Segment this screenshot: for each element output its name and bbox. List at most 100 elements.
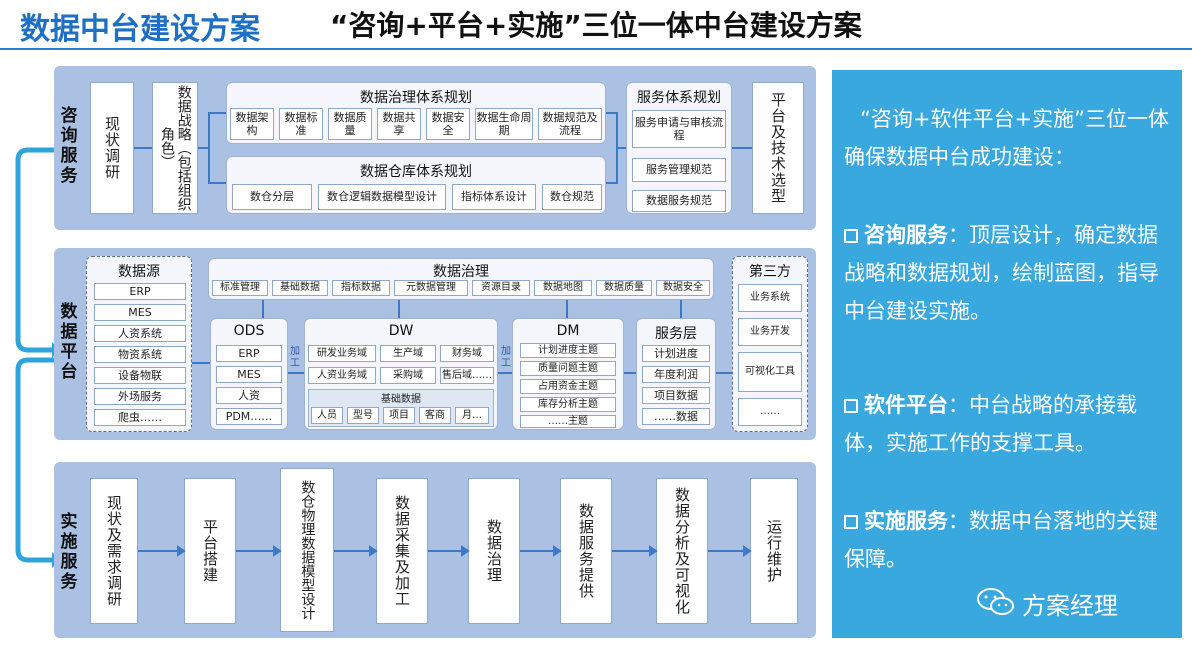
gov-item: 数据架构 — [230, 108, 274, 140]
checkbox-icon — [844, 229, 858, 243]
arrow-svc-third — [716, 372, 732, 374]
source-item: 外场服务 — [94, 388, 186, 405]
service-plan-item: 服务申请与审核流程 — [632, 110, 726, 148]
third-item: 业务开发 — [738, 318, 802, 346]
arrow-gov-dm — [566, 300, 568, 318]
service-plan-item: 服务管理规范 — [632, 158, 726, 182]
dm-item: ……主题 — [520, 415, 616, 428]
arrow-strategy-plan — [198, 147, 208, 149]
governance-tag: 数据安全 — [656, 280, 710, 296]
summary-item-software: 软件平台：中台战略的承接载体，实施工作的支撑工具。 — [844, 393, 1137, 455]
gov-item: 数据共享 — [377, 108, 421, 140]
svc-item: 年度利润 — [642, 366, 710, 383]
connector-bracket — [15, 147, 60, 568]
third-party-title: 第三方 — [749, 264, 791, 280]
dw-item: 售后域…… — [440, 367, 494, 384]
dw-plan-item: 数仓规范 — [542, 184, 602, 210]
checkbox-icon — [844, 515, 858, 529]
base-item: 客商 — [419, 407, 451, 424]
summary-intro: “咨询+软件平台+实施”三位一体确保数据中台成功建设： — [844, 107, 1169, 169]
ods-title: ODS — [233, 323, 265, 339]
arrow-dm-svc — [624, 372, 636, 374]
consulting-label: 咨询服务 — [60, 106, 78, 186]
source-item: 设备物联 — [94, 367, 186, 384]
source-item: ERP — [94, 283, 186, 300]
source-item: 物资系统 — [94, 346, 186, 363]
svc-item: 项目数据 — [642, 387, 710, 404]
platform-select-box: 平台及技术选型 — [752, 82, 804, 214]
summary-item-implementation: 实施服务：数据中台落地的关键保障。 — [844, 509, 1158, 571]
data-sources-title: 数据源 — [118, 264, 160, 280]
checkbox-icon — [844, 399, 858, 413]
third-item: 可视化工具 — [738, 352, 802, 392]
dw-item: 生产域 — [380, 345, 436, 362]
ods-item: MES — [216, 366, 282, 383]
gov-item: 数据安全 — [426, 108, 470, 140]
status-research-box: 现状调研 — [90, 82, 134, 214]
arrow-to-gov — [208, 112, 226, 114]
governance-tag: 资源目录 — [472, 280, 530, 296]
source-item: 人资系统 — [94, 325, 186, 342]
governance-tag: 数据地图 — [534, 280, 592, 296]
dw-plan-item: 指标体系设计 — [452, 184, 536, 210]
gov-item: 数据质量 — [328, 108, 372, 140]
arrow-dw-dm — [498, 372, 512, 374]
gov-item: 数据生命周期 — [475, 108, 533, 140]
svc-item: 计划进度 — [642, 345, 710, 362]
base-item: 月… — [455, 407, 489, 424]
base-item: 人员 — [311, 407, 343, 424]
governance-plan-title: 数据治理体系规划 — [360, 90, 472, 106]
third-item: …… — [738, 398, 802, 426]
governance-tag: 基础数据 — [272, 280, 328, 296]
etl-label-2: 加工 — [501, 346, 511, 369]
third-item: 业务系统 — [738, 284, 802, 312]
impl-step: 数据分析及可视化 — [656, 478, 708, 624]
dm-item: 占用资金主题 — [520, 379, 616, 394]
gov-item: 数据标准 — [279, 108, 323, 140]
dm-title: DM — [556, 323, 580, 339]
implementation-label: 实施服务 — [60, 512, 78, 592]
wechat-icon — [977, 588, 1014, 615]
base-item: 型号 — [347, 407, 379, 424]
base-item: 项目 — [383, 407, 415, 424]
arrow-plan-split — [208, 112, 210, 184]
arrow-gov-service — [606, 112, 616, 114]
page-title: 数据中台建设方案 — [20, 12, 260, 47]
page-subtitle: “咨询+平台+实施”三位一体中台建设方案 — [330, 9, 862, 42]
impl-step: 数据服务提供 — [560, 478, 612, 624]
impl-step: 平台搭建 — [184, 478, 236, 624]
arrow-dw-service — [606, 182, 616, 184]
etl-label-1: 加工 — [290, 346, 300, 369]
arrow-sources-ods — [192, 362, 210, 364]
summary-panel — [832, 70, 1182, 638]
dw-item: 财务域 — [440, 345, 494, 362]
impl-step: 数据治理 — [468, 478, 520, 624]
platform-governance-title: 数据治理 — [433, 264, 489, 280]
dm-item: 计划进度主题 — [520, 343, 616, 358]
arrow-to-service — [616, 147, 626, 149]
dw-title: DW — [388, 323, 414, 339]
service-layer-title: 服务层 — [655, 326, 697, 342]
ods-item: PDM…… — [216, 408, 282, 425]
warehouse-plan-title: 数据仓库体系规划 — [360, 164, 472, 180]
arrow-gov-dw — [398, 300, 400, 318]
arrow-to-dw — [208, 182, 226, 184]
dw-plan-item: 数仓逻辑数据模型设计 — [318, 184, 446, 210]
governance-tag: 指标数据 — [332, 280, 390, 296]
governance-tag: 标准管理 — [212, 280, 268, 296]
dw-plan-item: 数仓分层 — [232, 184, 312, 210]
arrow-gov-svc — [680, 300, 682, 318]
dw-item: 研发业务域 — [308, 345, 376, 362]
implementation-arrows — [138, 545, 752, 557]
service-plan-item: 数据服务规范 — [632, 190, 726, 212]
ods-item: ERP — [216, 345, 282, 362]
base-data-title: 基础数据 — [381, 394, 421, 405]
summary-item-consulting: 咨询服务：顶层设计，确定数据战略和数据规划，绘制蓝图，指导中台建设实施。 — [844, 223, 1159, 323]
source-item: 爬虫…… — [94, 409, 186, 426]
title-divider — [0, 48, 1192, 50]
gov-item: 数据规范及流程 — [538, 108, 602, 140]
arrow-gov-ods — [262, 300, 264, 318]
ods-item: 人资 — [216, 387, 282, 404]
arrow-ods-dw — [288, 372, 304, 374]
dw-item: 采购域 — [380, 367, 436, 384]
